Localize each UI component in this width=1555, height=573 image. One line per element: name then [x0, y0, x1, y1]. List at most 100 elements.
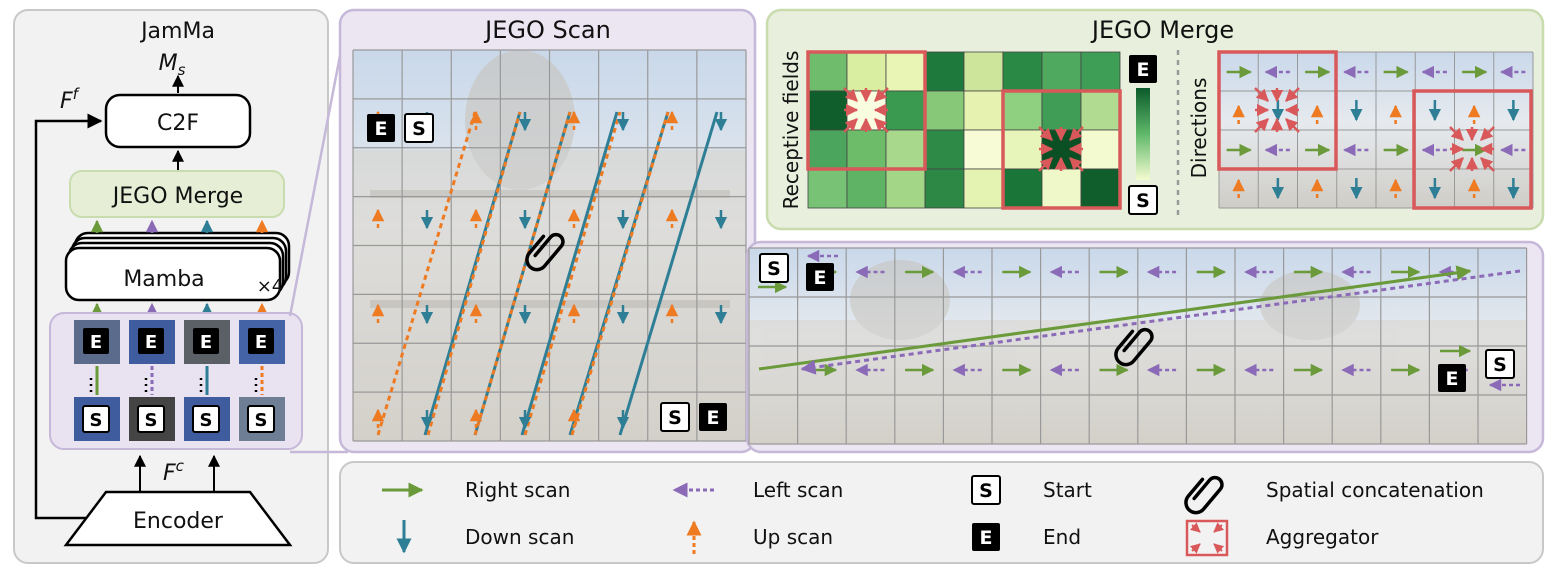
svg-text:Right scan: Right scan	[465, 478, 570, 502]
svg-text:S: S	[767, 258, 781, 280]
diagonal-down-scan	[618, 111, 719, 436]
colorbar-end-marker: E	[1129, 55, 1157, 83]
scan-panel: JEGO Scan E S S E	[338, 8, 757, 454]
svg-text:E: E	[145, 332, 157, 353]
merge-box-label: JEGO Merge	[111, 184, 243, 209]
legend-down-scan: Down scan	[396, 520, 574, 554]
zoom-connectors	[288, 13, 350, 454]
diagonal-up-scan	[570, 111, 670, 436]
svg-text:Down scan: Down scan	[465, 525, 574, 549]
c2f-box	[104, 93, 252, 149]
merge-panel: JEGO Merge Receptive fields E S Directio…	[765, 8, 1545, 231]
ff-label: Ff	[60, 85, 81, 114]
aggregator-arrow	[1480, 157, 1495, 172]
heatmap-cell	[807, 129, 848, 170]
svg-text:Left scan: Left scan	[753, 478, 843, 502]
heatmap-cell	[1002, 168, 1043, 209]
legend-panel: Right scan Left scan S Start Spatial con…	[339, 461, 1544, 564]
heatmap-cell	[924, 168, 965, 209]
diagonal-up-scan	[426, 111, 522, 436]
heatmap-cell	[963, 90, 1004, 131]
heatmap-cell	[963, 51, 1004, 92]
svg-text:Up scan: Up scan	[753, 525, 833, 549]
heatmap-cell	[1080, 168, 1121, 209]
heatmap-cell	[846, 168, 887, 209]
aggregator-arrow	[1480, 126, 1495, 141]
heatmap-cell	[846, 129, 887, 170]
heatmap-cell	[1002, 129, 1043, 170]
scan-markers: E S S E	[367, 113, 727, 432]
aggregator-arrow	[874, 87, 889, 102]
mamba-repeat: ×4	[257, 276, 284, 297]
scan-paperclip-icon	[525, 232, 565, 272]
diagonal-up-scan	[473, 111, 572, 436]
legend-right-scan: Right scan	[382, 478, 570, 502]
heatmap-cell	[1002, 51, 1043, 92]
heatmap-cell	[963, 129, 1004, 170]
directions-label: Directions	[1187, 78, 1211, 179]
heatmap-cell	[1041, 51, 1082, 92]
ms-label: Ms	[159, 51, 186, 79]
legend-paperclip-icon	[1184, 475, 1224, 515]
heatmap-cell	[846, 51, 887, 92]
aggregator-arrow	[843, 87, 858, 102]
heatmap-cell	[924, 129, 965, 170]
heatmap-cell	[1041, 168, 1082, 209]
diagonal-up-scan	[523, 111, 622, 436]
legend-end: E End	[972, 523, 1081, 551]
aggregator-arrow	[1285, 87, 1300, 102]
legend-left-scan: Left scan	[672, 478, 843, 502]
aggregator-arrow	[843, 118, 858, 133]
colorbar	[1136, 88, 1150, 180]
svg-text:E: E	[375, 118, 388, 140]
jamma-panel: JamMa Ms C2F Ff JEGO Merge Mamba ×4	[13, 9, 329, 564]
svg-text:E: E	[255, 332, 267, 353]
heatmap-cell	[885, 90, 926, 131]
merge-title: JEGO Merge	[1090, 16, 1234, 44]
svg-text:E: E	[1446, 368, 1459, 390]
aggregator-arrow	[1254, 118, 1269, 133]
svg-text:S: S	[90, 410, 103, 431]
svg-text:S: S	[668, 407, 682, 429]
heatmap-cell	[1002, 90, 1043, 131]
colorbar-start-marker: S	[1128, 185, 1158, 215]
encoder-label: Encoder	[133, 509, 224, 534]
svg-text:E: E	[1137, 59, 1150, 81]
heatmap-cell	[1080, 129, 1121, 170]
mamba-output-arrows	[90, 219, 269, 233]
directions-aggregators	[1217, 50, 1533, 210]
aggregator-arrow	[1449, 126, 1464, 141]
legend-spatial-concat: Spatial concatenation	[1266, 478, 1484, 502]
diagonal-down-scan	[520, 111, 619, 436]
svg-text:S: S	[1136, 190, 1150, 212]
svg-text:E: E	[90, 332, 102, 353]
svg-text:End: End	[1043, 525, 1081, 549]
jamma-title: JamMa	[139, 19, 215, 44]
svg-text:Start: Start	[1043, 478, 1092, 502]
fc-label: Fc	[163, 457, 185, 486]
sequence-start-markers: S S S S	[82, 405, 275, 433]
heatmap-cell	[807, 90, 848, 131]
heatmap-cell	[807, 51, 848, 92]
heatmap-cell	[924, 90, 965, 131]
scan-arrows	[371, 110, 728, 436]
scan-grid	[352, 49, 747, 442]
aggregator-arrow	[1069, 157, 1084, 172]
legend-aggregator-icon	[1185, 519, 1229, 557]
directions-arrows	[1226, 65, 1526, 200]
merge-box	[69, 170, 285, 218]
concat-markers: S E E S	[759, 253, 1515, 392]
receptive-heatmap	[807, 51, 1121, 209]
heatmap-cell	[924, 51, 965, 92]
sequence-end-markers: E E E E	[83, 328, 274, 354]
diagonal-up-scan	[376, 111, 477, 436]
legend-up-scan: Up scan	[686, 520, 833, 554]
svg-text:E: E	[814, 267, 827, 289]
heatmap-aggregator-arrows	[843, 87, 1084, 172]
legend-aggregator: Aggregator	[1266, 525, 1379, 549]
svg-text:S: S	[200, 410, 213, 431]
heatmap-cell	[807, 168, 848, 209]
aggregator-arrow	[1449, 157, 1464, 172]
heatmap-cell	[1041, 90, 1082, 131]
